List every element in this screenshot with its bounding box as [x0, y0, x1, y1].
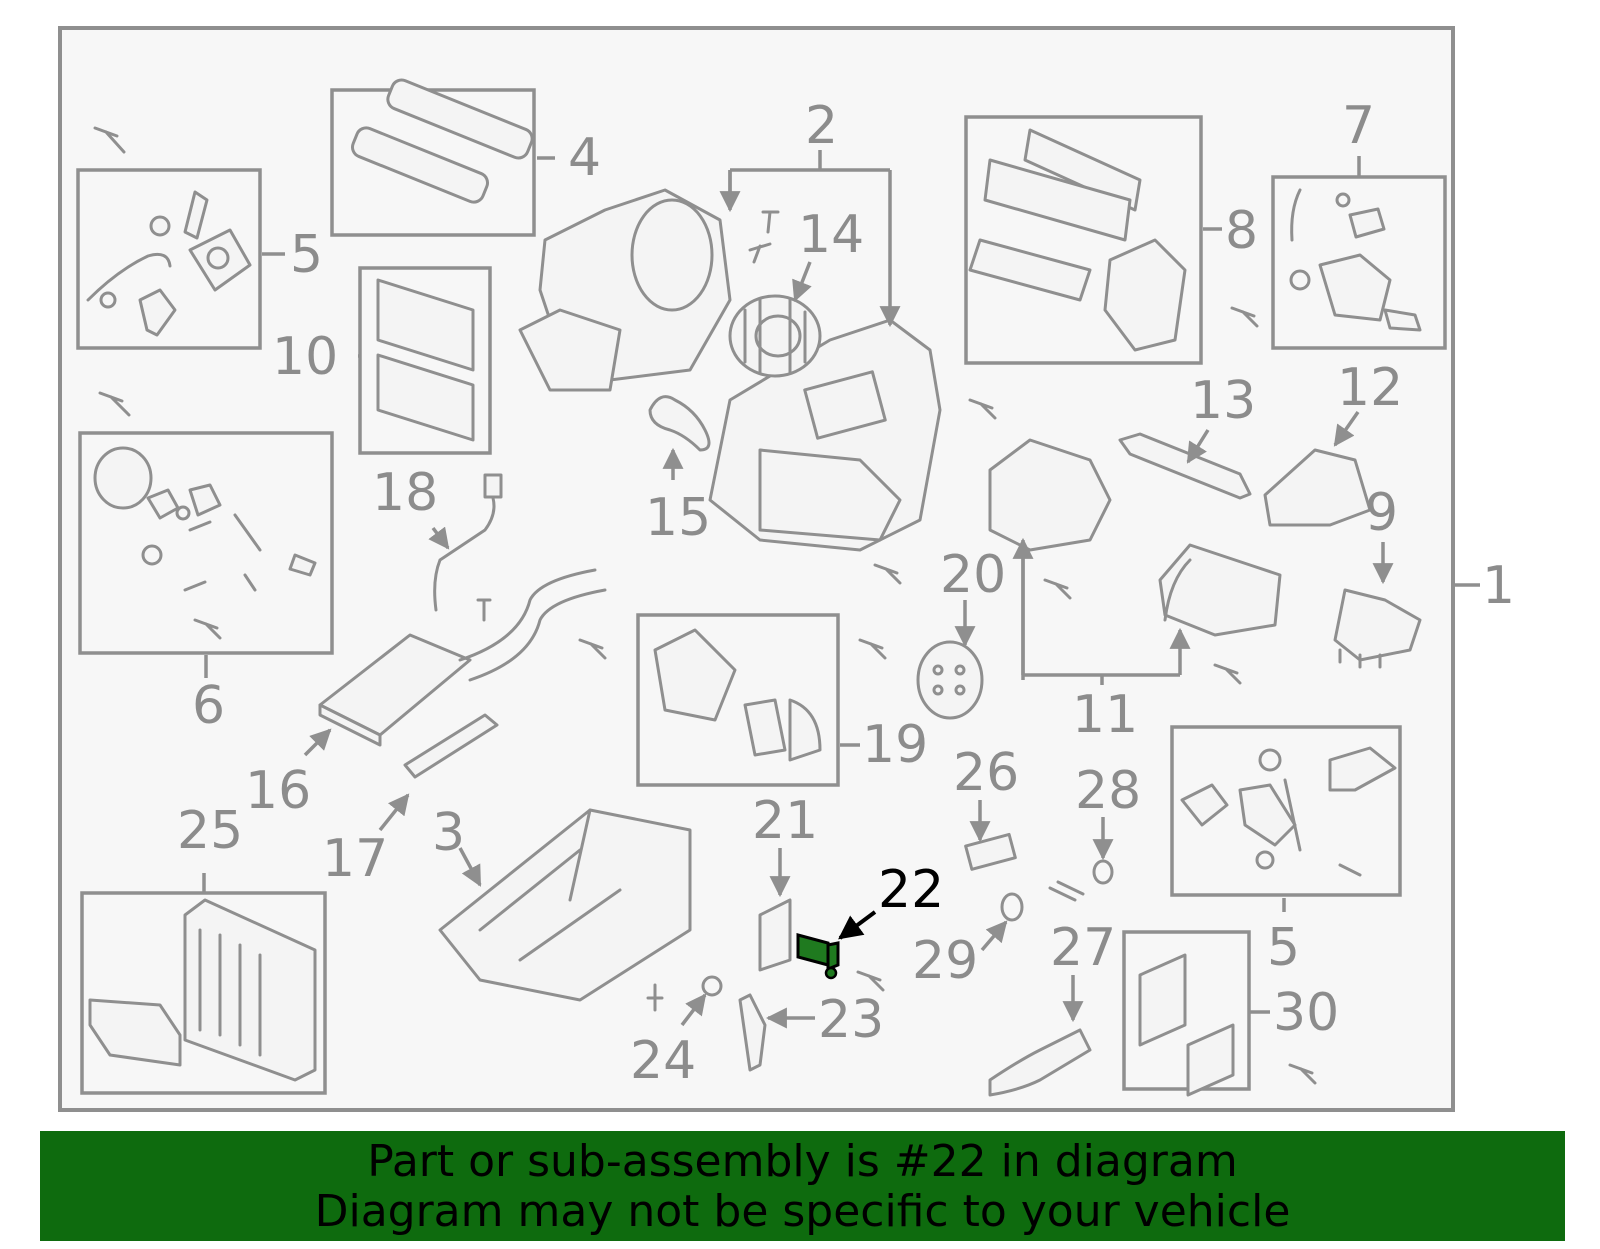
- info-banner: Part or sub-assembly is #22 in diagram D…: [40, 1131, 1565, 1241]
- group-box-6: [78, 431, 334, 655]
- group-box-4: [330, 88, 536, 237]
- callout-26: 26: [953, 743, 1019, 803]
- callout-labels: 1 2 3 4 5 5 6 7 8 9 10 11 12 13 14 15 16…: [177, 96, 1515, 1091]
- part-27-pipe: [988, 1028, 1092, 1097]
- banner-line-part-number: Part or sub-assembly is #22 in diagram: [367, 1136, 1238, 1187]
- callout-15: 15: [645, 488, 711, 548]
- part-20-disc: [916, 640, 984, 720]
- callout-20: 20: [940, 545, 1006, 605]
- part-6-kit: [93, 446, 317, 640]
- part-22-highlighted: [796, 933, 840, 980]
- callout-12: 12: [1337, 358, 1403, 418]
- callout-9: 9: [1365, 483, 1398, 543]
- part-25-evaporator: [88, 898, 317, 1082]
- part-18-wire: [433, 473, 503, 622]
- part-14-blower: [728, 294, 822, 378]
- callout-2: 2: [805, 96, 838, 156]
- callout-29: 29: [912, 931, 978, 991]
- group-box-5-top: [76, 168, 262, 350]
- part-5-top-actuators: [86, 190, 252, 337]
- part-16-heater-core: [318, 568, 607, 747]
- callout-5-bottom: 5: [1267, 918, 1300, 978]
- callout-25: 25: [177, 801, 243, 861]
- callout-19: 19: [862, 715, 928, 775]
- callout-5-top: 5: [290, 225, 323, 285]
- part-12-duct: [1263, 448, 1372, 527]
- callout-22-highlighted: 22: [878, 860, 944, 920]
- part-screws-upper: [93, 126, 780, 417]
- callout-1: 1: [1482, 556, 1515, 616]
- part-17-bracket: [403, 713, 499, 779]
- callout-7: 7: [1342, 96, 1375, 156]
- callout-6: 6: [192, 676, 225, 736]
- callout-30: 30: [1273, 983, 1339, 1043]
- part-29-oring: [1000, 892, 1024, 922]
- callout-18: 18: [372, 463, 438, 523]
- part-13-seal: [1118, 432, 1252, 500]
- part-24-clip: [646, 975, 723, 1012]
- part-23-hose: [738, 993, 767, 1072]
- callout-13: 13: [1190, 371, 1256, 431]
- part-19-doors: [653, 628, 822, 762]
- callout-24: 24: [630, 1031, 696, 1091]
- callout-27: 27: [1050, 918, 1116, 978]
- callout-3: 3: [432, 803, 465, 863]
- callout-17: 17: [322, 829, 388, 889]
- leader-lines: [202, 150, 1480, 1029]
- part-15-hose: [648, 395, 711, 452]
- callout-21: 21: [752, 791, 818, 851]
- callout-4: 4: [568, 128, 601, 188]
- group-box-19: [636, 613, 840, 787]
- group-box-10: [358, 266, 492, 455]
- callout-28: 28: [1075, 761, 1141, 821]
- callout-23: 23: [818, 990, 884, 1050]
- part-screws-misc: [578, 306, 1317, 1085]
- part-9-motor: [1333, 588, 1422, 669]
- part-5-bottom-actuators: [1180, 746, 1397, 877]
- callout-14: 14: [798, 205, 864, 265]
- callout-16: 16: [245, 761, 311, 821]
- part-21-bracket: [758, 898, 792, 972]
- part-4-filters: [350, 78, 534, 204]
- callout-11: 11: [1072, 685, 1138, 745]
- callout-8: 8: [1225, 201, 1258, 261]
- part-8-distribution: [968, 128, 1187, 352]
- group-box-8: [964, 115, 1203, 365]
- part-10-filters: [376, 278, 475, 442]
- banner-line-disclaimer: Diagram may not be specific to your vehi…: [314, 1186, 1291, 1237]
- part-3-lower-case: [438, 808, 692, 1002]
- part-28-oring: [1092, 859, 1114, 885]
- part-7-actuator: [1289, 188, 1422, 332]
- part-30-filter: [1138, 953, 1235, 1097]
- group-box-5-bottom: [1170, 725, 1402, 897]
- callout-10: 10: [272, 327, 338, 387]
